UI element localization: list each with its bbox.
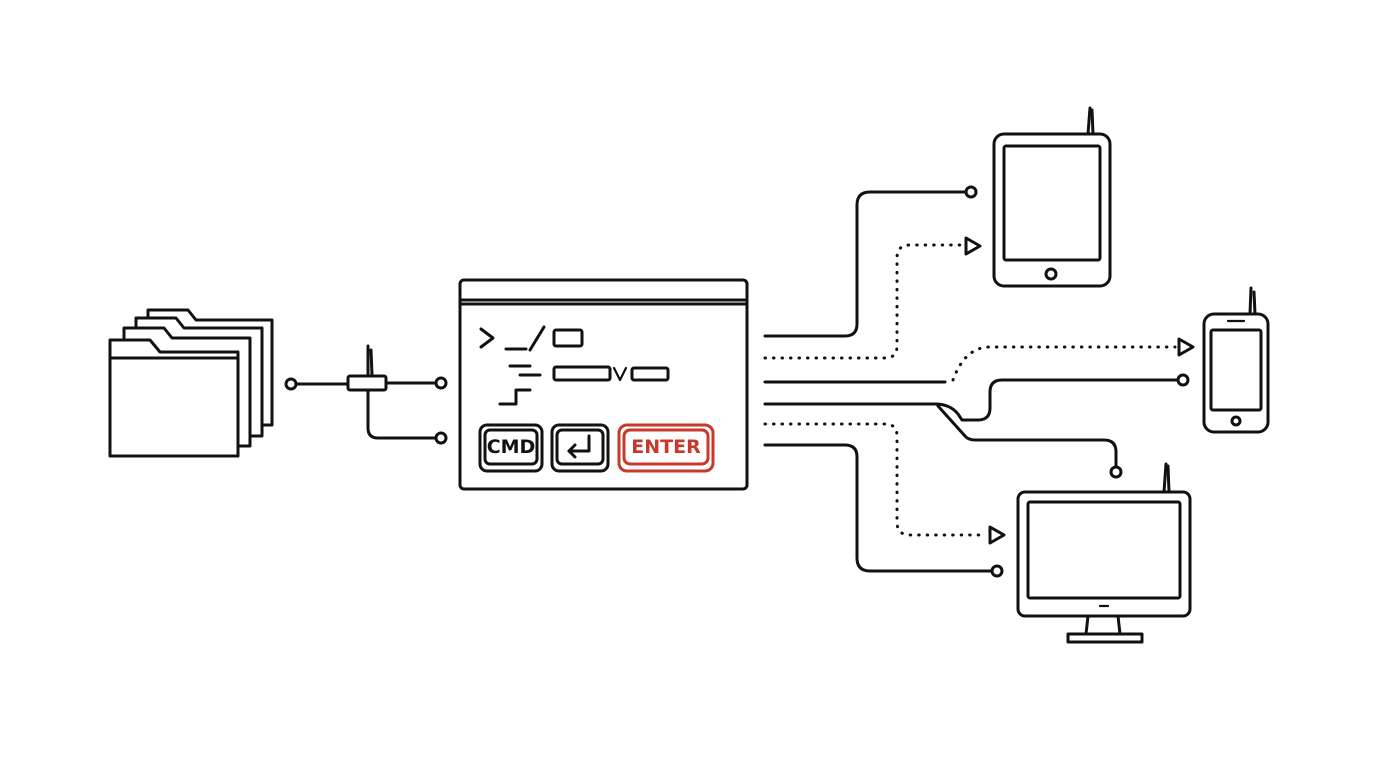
cmd-key-button[interactable]: CMD [478, 423, 544, 473]
output-connections [763, 185, 1195, 578]
enter-key-label: ENTER [631, 436, 701, 458]
tablet-icon [992, 106, 1112, 288]
source-connector [284, 377, 350, 391]
folder-stack-icon [108, 308, 274, 458]
prompt-chevron-icon [479, 327, 495, 349]
smartphone-icon [1202, 286, 1270, 434]
desktop-monitor-icon [1016, 462, 1192, 644]
enter-key-button[interactable]: ENTER [617, 423, 715, 473]
cmd-key-label: CMD [487, 436, 536, 458]
antenna-splitter-icon [346, 344, 448, 445]
return-key-button[interactable] [550, 423, 610, 473]
return-arrow-icon [567, 434, 591, 459]
